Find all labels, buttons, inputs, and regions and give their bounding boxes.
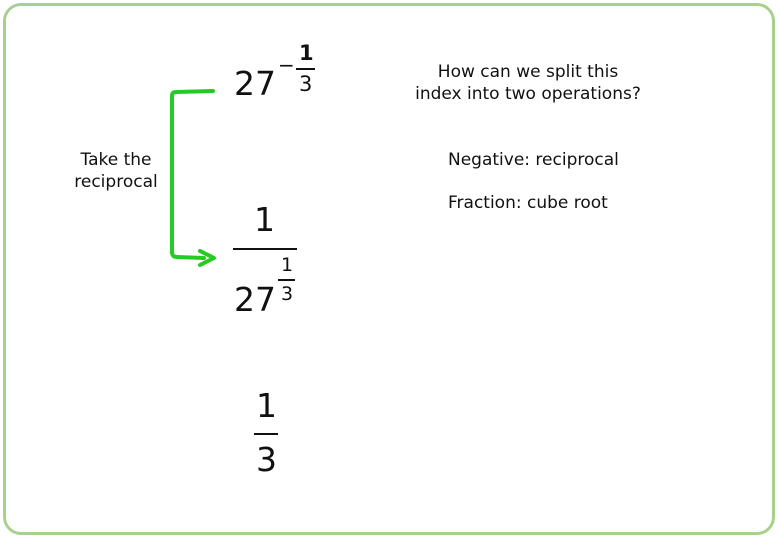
bottom-denominator: 3 (256, 440, 277, 479)
bottom-numerator: 1 (256, 386, 277, 425)
slide-frame (3, 3, 775, 535)
top-exp-fraction-bar (296, 68, 315, 70)
annotation-line-2: reciprocal (74, 172, 158, 192)
middle-exp-denominator: 3 (281, 283, 294, 305)
question-line-1: How can we split this (437, 62, 619, 82)
annotation-left: Take the reciprocal (60, 149, 172, 193)
annotation-line-1: Take the (80, 150, 152, 170)
middle-numerator: 1 (254, 200, 275, 239)
middle-exp-fraction-bar (278, 279, 295, 281)
top-exp-denominator: 3 (299, 72, 313, 96)
top-exp-sign: − (278, 53, 295, 77)
top-exp-numerator: 1 (299, 41, 314, 65)
middle-fraction-bar (233, 248, 297, 250)
note-fraction: Fraction: cube root (448, 193, 608, 213)
question: How can we split this index into two ope… (408, 61, 648, 105)
middle-base: 27 (234, 280, 276, 319)
bottom-fraction-bar (254, 433, 278, 435)
note-negative: Negative: reciprocal (448, 150, 619, 170)
top-base: 27 (234, 64, 276, 103)
question-line-2: index into two operations? (415, 84, 641, 104)
middle-exp-numerator: 1 (281, 254, 294, 276)
